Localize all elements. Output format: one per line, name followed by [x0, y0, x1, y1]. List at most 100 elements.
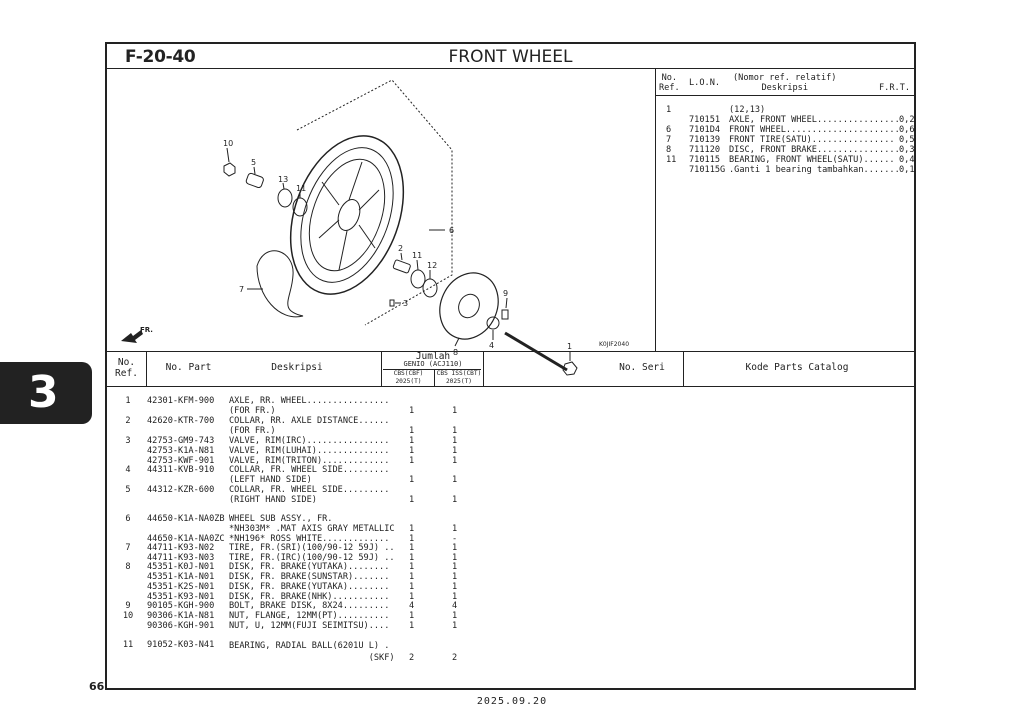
ref-row-desc: AXLE, FRONT WHEEL................: [729, 115, 900, 125]
divider: [655, 95, 914, 96]
ref-row-lon: 7101D4: [689, 125, 721, 135]
parts-row-qty-cbs: 1 1 1 1: [409, 562, 415, 602]
parts-row-desc: BEARING, RADIAL BALL(6201U L) . (SKF): [229, 641, 395, 663]
callout-label: 10: [223, 139, 233, 148]
ref-row-desc: BEARING, FRONT WHEEL(SATU)......: [729, 155, 895, 165]
parts-row-ref: 11: [122, 640, 134, 650]
parts-header-model: GENIO (ACJ110): [403, 360, 463, 368]
parts-row-qty-iss: 1 -: [452, 524, 458, 544]
parts-row-ref: 1: [125, 396, 131, 406]
ref-row-no: 11: [666, 155, 677, 165]
ref-row-lon: 710151: [689, 115, 721, 125]
parts-row-desc: NUT, FLANGE, 12MM(PT).......... NUT, U, …: [229, 611, 390, 631]
divider: [146, 351, 147, 386]
ref-row-desc: FRONT WHEEL......................: [729, 125, 900, 135]
divider: [381, 351, 382, 386]
nut-shape: [223, 162, 236, 177]
ref-row-frt: 0,2: [899, 115, 915, 125]
parts-header-col2: CBS ISS(CBT) 2025(T): [436, 370, 482, 385]
tire-section-shape: [256, 250, 304, 318]
parts-row-qty-iss: 1 1 1: [452, 436, 458, 466]
parts-row-qty-cbs: 4: [409, 601, 415, 611]
tire-shape: [289, 135, 405, 295]
ref-row-no: 7: [666, 135, 672, 145]
callout-labels: 10 5 13 11 6 2 11 12 7 3 9 8 4 1: [223, 139, 572, 357]
callout-label: 7: [239, 285, 244, 294]
valve-shape: [389, 299, 395, 307]
callout-label: 11: [296, 184, 306, 193]
divider: [434, 369, 435, 386]
axle-shape: [504, 331, 568, 372]
callout-label: 8: [453, 348, 458, 357]
exploded-parts-diagram: 10 5 13 11 6 2 11 12 7 3 9 8 4 1 FR. K0J…: [121, 79, 629, 376]
ref-row-no: 8: [666, 145, 672, 155]
callout-label: 9: [503, 289, 508, 298]
callout-label: 13: [278, 175, 288, 184]
rim-inner-shape: [308, 158, 386, 272]
parts-row-desc: DISK, FR. BRAKE(YUTAKA)........ DISK, FR…: [229, 562, 390, 602]
callout-label: 2: [398, 244, 403, 253]
parts-header-serial: No. Seri: [619, 362, 665, 373]
front-direction-arrow-icon: FR.: [121, 326, 153, 343]
divider: [483, 351, 484, 386]
callout-label: 3: [403, 299, 408, 308]
ref-row-lon: 710139: [689, 135, 721, 145]
parts-row-qty-cbs: 1: [409, 426, 415, 436]
hub-shape: [337, 199, 361, 231]
parts-row-part-no: 44711-K93-N02 44711-K93-N03: [147, 543, 215, 563]
distance-collar-shape: [392, 259, 411, 274]
ref-row-lon: 711120: [689, 145, 721, 155]
ref-row-frt: 0,4: [899, 155, 915, 165]
parts-row-ref: 6: [125, 514, 131, 524]
ref-row-frt: 0,5: [899, 135, 915, 145]
ref-row-no: 1: [666, 105, 672, 115]
ref-row-lon: 710115: [689, 155, 721, 165]
svg-text:FR.: FR.: [140, 326, 153, 334]
parts-header-desc: Deskripsi: [271, 362, 323, 373]
disk-bolt-shape: [501, 309, 509, 320]
ref-row-desc: FRONT TIRE(SATU)................: [729, 135, 895, 145]
parts-row-desc: TIRE, FR.(SRI)(100/90-12 59J) .. TIRE, F…: [229, 543, 395, 563]
ref-row-desc: (12,13): [729, 105, 766, 115]
print-date: 2025.09.20: [476, 696, 548, 707]
collar-shape: [245, 172, 264, 189]
ref-row-no: 6: [666, 125, 672, 135]
rim-shape: [300, 147, 394, 283]
parts-header-part: No. Part: [165, 362, 212, 373]
parts-header-col1: CBS(CBF) 2025(T): [393, 370, 424, 385]
callout-label: 12: [427, 261, 437, 270]
parts-header-no: No. Ref.: [115, 357, 138, 379]
page-title: FRONT WHEEL: [448, 47, 573, 67]
ref-row-frt: 0,1: [899, 165, 915, 175]
parts-row-qty-iss: 1 1: [452, 611, 458, 631]
callout-label: 5: [251, 158, 256, 167]
parts-row-qty-cbs: 1 1 1: [409, 436, 415, 466]
parts-row-part-no: 42753-GM9-743 42753-K1A-N81 42753-KWF-90…: [147, 436, 215, 466]
parts-row-ref: 5: [125, 485, 131, 495]
parts-row-part-no: 44312-KZR-600: [147, 485, 215, 495]
ref-row-frt: 0,3: [899, 145, 915, 155]
parts-row-part-no: 44311-KVB-910: [147, 465, 215, 475]
parts-row-qty-iss: 1: [452, 495, 458, 505]
parts-row-ref: 8: [125, 562, 131, 572]
ref-header-frt: F.R.T.: [879, 83, 911, 93]
ref-row-frt: 0,6: [899, 125, 915, 135]
divider: [383, 369, 481, 370]
parts-row-qty-cbs: 1 1: [409, 611, 415, 631]
parts-row-part-no: 45351-K0J-N01 45351-K1A-N01 45351-K2S-N0…: [147, 562, 215, 602]
parts-row-part-no: 42301-KFM-900: [147, 396, 215, 406]
section-tab: 3: [0, 362, 92, 424]
parts-row-desc: COLLAR, FR. WHEEL SIDE......... (LEFT HA…: [229, 465, 390, 485]
parts-row-ref: 10: [122, 611, 134, 621]
ref-header-lon: L.O.N.: [689, 78, 721, 88]
parts-row-qty-iss: 1 1: [452, 543, 458, 563]
parts-header-catalog: Kode Parts Catalog: [745, 362, 849, 373]
parts-row-desc: WHEEL SUB ASSY., FR. *NH303M* .MAT AXIS …: [229, 514, 395, 544]
parts-row-desc: AXLE, RR. WHEEL................ (FOR FR.…: [229, 396, 390, 416]
callout-label: 4: [489, 341, 494, 350]
parts-row-part-no: 90306-K1A-N81 90306-KGH-901: [147, 611, 215, 631]
parts-row-qty-cbs: 1 1: [409, 524, 415, 544]
parts-row-ref: 3: [125, 436, 131, 446]
parts-row-part-no: 91052-K03-N41: [147, 640, 215, 650]
parts-row-qty-cbs: 1 1: [409, 543, 415, 563]
